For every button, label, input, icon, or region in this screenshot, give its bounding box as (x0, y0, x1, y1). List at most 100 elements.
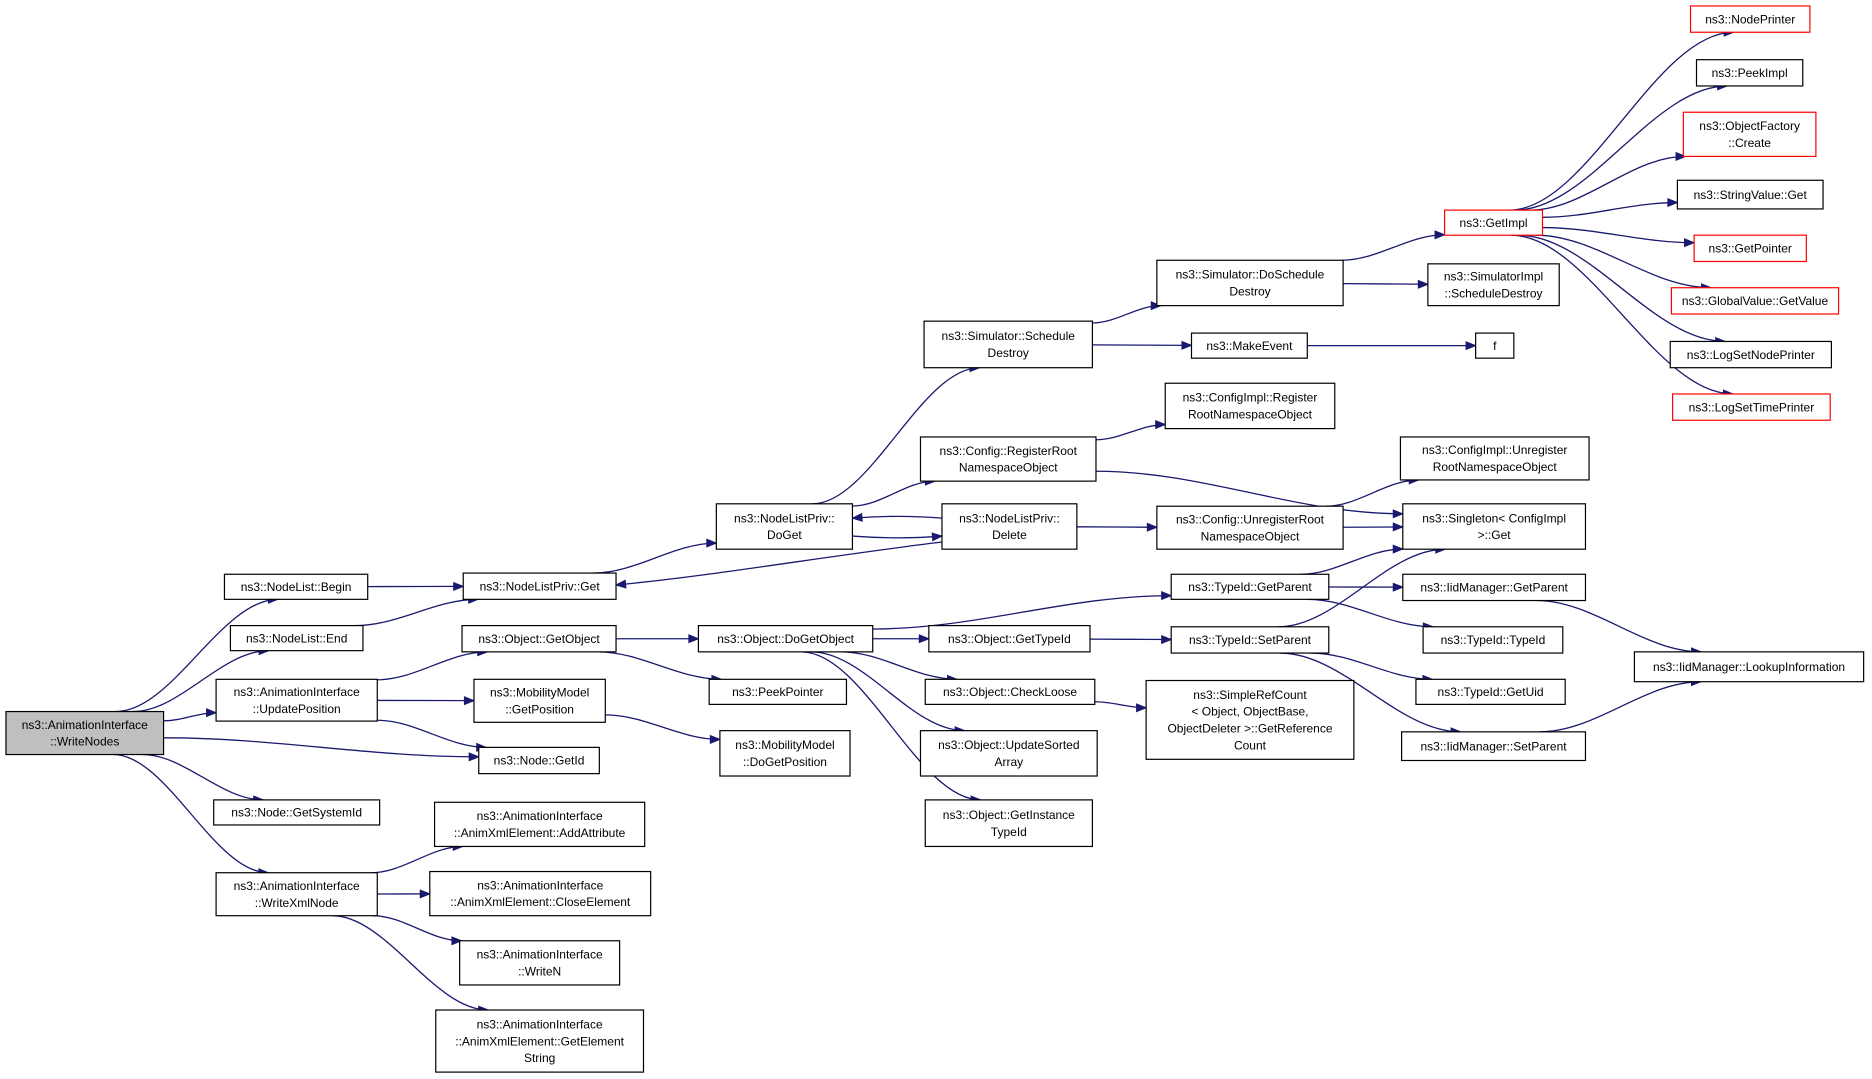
node-box (1422, 626, 1564, 654)
node-cfg-unreg[interactable]: ns3::Config::UnregisterRootNamespaceObje… (1156, 505, 1344, 550)
node-gv-getvalue[interactable]: ns3::GlobalValue::GetValue (1670, 287, 1840, 315)
node-label: ns3::TypeId::TypeId (1441, 633, 1546, 647)
edge-line (1539, 681, 1702, 733)
edge-cfg_regroot-to-cfgimpl_reg (1095, 419, 1167, 441)
node-box (1427, 263, 1560, 307)
node-nlp-get[interactable]: ns3::NodeListPriv::Get (462, 572, 617, 600)
node-label: ns3::Node::GetSystemId (231, 806, 362, 820)
node-box (719, 730, 851, 777)
node-label: ns3::NodeListPriv:: (959, 511, 1060, 525)
node-ai-getelem[interactable]: ns3::AnimationInterface::AnimXmlElement:… (435, 1009, 645, 1073)
node-iid-setparent[interactable]: ns3::IidManager::SetParent (1401, 731, 1587, 762)
node-box (1672, 393, 1831, 421)
node-label: ns3::IidManager::LookupInformation (1653, 660, 1845, 674)
node-box (1164, 382, 1336, 430)
edge-ai_update-to-mm_getpos (377, 696, 476, 706)
arrowhead-icon (1417, 279, 1430, 289)
edge-obj_checkloose-to-simplerefcount (1094, 701, 1148, 713)
node-iid-lookup[interactable]: ns3::IidManager::LookupInformation (1633, 651, 1865, 683)
node-nodeprinter[interactable]: ns3::NodePrinter (1689, 5, 1811, 33)
node-cfgimpl-reg[interactable]: ns3::ConfigImpl::RegisterRootNamespaceOb… (1164, 382, 1336, 430)
node-ai-writexml[interactable]: ns3::AnimationInterface::WriteXmlNode (215, 872, 378, 917)
node-logsetnodeprinter[interactable]: ns3::LogSetNodePrinter (1669, 340, 1833, 369)
node-box (461, 624, 617, 653)
node-tid-tid[interactable]: ns3::TypeId::TypeId (1422, 626, 1564, 654)
node-getimpl[interactable]: ns3::GetImpl (1443, 209, 1544, 236)
node-box (429, 870, 652, 917)
edge-line (1092, 304, 1161, 324)
node-label: ns3::NodeList::Begin (241, 580, 352, 594)
node-iid-getparent[interactable]: ns3::IidManager::GetParent (1402, 573, 1587, 602)
node-obj-dogetobj[interactable]: ns3::Object::DoGetObject (697, 624, 874, 653)
node-label: ObjectDeleter >::GetReference (1167, 722, 1332, 736)
node-strval-get[interactable]: ns3::StringValue::Get (1676, 179, 1824, 210)
node-singleton[interactable]: ns3::Singleton< ConfigImpl>::Get (1402, 503, 1587, 550)
edge-root-to-node_sysid (142, 753, 265, 805)
node-box (1402, 503, 1587, 550)
node-simplerefcount[interactable]: ns3::SimpleRefCount< Object, ObjectBase,… (1145, 679, 1355, 760)
node-label: Count (1234, 738, 1267, 752)
edge-obj_dogetobj-to-tid_getparent (872, 591, 1173, 630)
node-nl-end[interactable]: ns3::NodeList::End (229, 624, 364, 652)
node-box (1682, 111, 1817, 157)
node-nl-begin[interactable]: ns3::NodeList::Begin (223, 573, 369, 600)
arrowhead-icon (688, 634, 700, 644)
node-logsettimeprinter[interactable]: ns3::LogSetTimePrinter (1672, 393, 1831, 421)
node-tid-setparent[interactable]: ns3::TypeId::SetParent (1170, 626, 1330, 654)
node-mm-getpos[interactable]: ns3::MobilityModel::GetPosition (473, 678, 606, 723)
node-node-sysid[interactable]: ns3::Node::GetSystemId (213, 799, 381, 826)
node-label: ns3::AnimationInterface (477, 948, 603, 962)
node-getpointer[interactable]: ns3::GetPointer (1693, 234, 1807, 263)
node-ai-close[interactable]: ns3::AnimationInterface::AnimXmlElement:… (429, 870, 652, 917)
node-ai-writen[interactable]: ns3::AnimationInterface::WriteN (459, 940, 621, 986)
node-tid-getuid[interactable]: ns3::TypeId::GetUid (1415, 678, 1566, 705)
arrowhead-icon (453, 581, 465, 591)
node-label: ns3::Object::GetTypeId (948, 632, 1071, 646)
node-f[interactable]: f (1475, 332, 1515, 359)
node-box (1415, 678, 1566, 705)
edge-line (377, 651, 488, 681)
node-label: ns3::AnimationInterface (477, 878, 603, 892)
arrowhead-icon (1155, 419, 1167, 430)
node-cfgimpl-unreg[interactable]: ns3::ConfigImpl::UnregisterRootNamespace… (1399, 436, 1590, 481)
node-mm-dogetpos[interactable]: ns3::MobilityModel::DoGetPosition (719, 730, 851, 777)
node-peekimpl[interactable]: ns3::PeekImpl (1695, 59, 1804, 87)
arrowhead-icon (1434, 230, 1446, 240)
node-box (1170, 626, 1330, 654)
edge-line (1095, 423, 1166, 441)
node-obj-getobj[interactable]: ns3::Object::GetObject (461, 624, 617, 653)
node-sim-sched[interactable]: ns3::Simulator::ScheduleDestroy (923, 320, 1093, 369)
node-box (1689, 5, 1811, 33)
node-peekptr[interactable]: ns3::PeekPointer (708, 678, 848, 705)
node-label: ns3::Node::GetId (494, 754, 585, 768)
edge-line (1535, 234, 1712, 289)
node-label: ns3::TypeId::GetUid (1438, 685, 1544, 699)
edge-line (1529, 155, 1686, 211)
node-label: ns3::MakeEvent (1206, 339, 1293, 353)
edge-tid_getparent-to-iid_getparent (1328, 582, 1405, 592)
node-node-getid[interactable]: ns3::Node::GetId (478, 746, 600, 775)
edge-nl_end-to-nlp_get (355, 594, 480, 627)
node-makeevent[interactable]: ns3::MakeEvent (1190, 332, 1308, 359)
node-tid-getparent[interactable]: ns3::TypeId::GetParent (1170, 573, 1330, 600)
arrowhead-icon (931, 532, 944, 542)
arrowhead-icon (1392, 582, 1405, 592)
node-nlp-delete[interactable]: ns3::NodeListPriv::Delete (941, 503, 1078, 550)
node-obj-gettid[interactable]: ns3::Object::GetTypeId (928, 624, 1091, 653)
node-ai-update[interactable]: ns3::AnimationInterface::UpdatePosition (215, 678, 378, 722)
node-box (1190, 332, 1308, 359)
node-ai-addattr[interactable]: ns3::AnimationInterface::AnimXmlElement:… (433, 801, 646, 848)
node-objfactory[interactable]: ns3::ObjectFactory::Create (1682, 111, 1817, 157)
node-box (1695, 59, 1804, 87)
node-nlp-doget[interactable]: ns3::NodeListPriv::DoGet (715, 503, 854, 550)
node-box (1402, 573, 1587, 602)
arrowhead-icon (419, 889, 432, 899)
node-simimpl-sched[interactable]: ns3::SimulatorImpl::ScheduleDestroy (1427, 263, 1560, 307)
edge-obj_dogetobj-to-obj_getinst (801, 651, 982, 805)
node-obj-checkloose[interactable]: ns3::Object::CheckLoose (924, 678, 1096, 705)
